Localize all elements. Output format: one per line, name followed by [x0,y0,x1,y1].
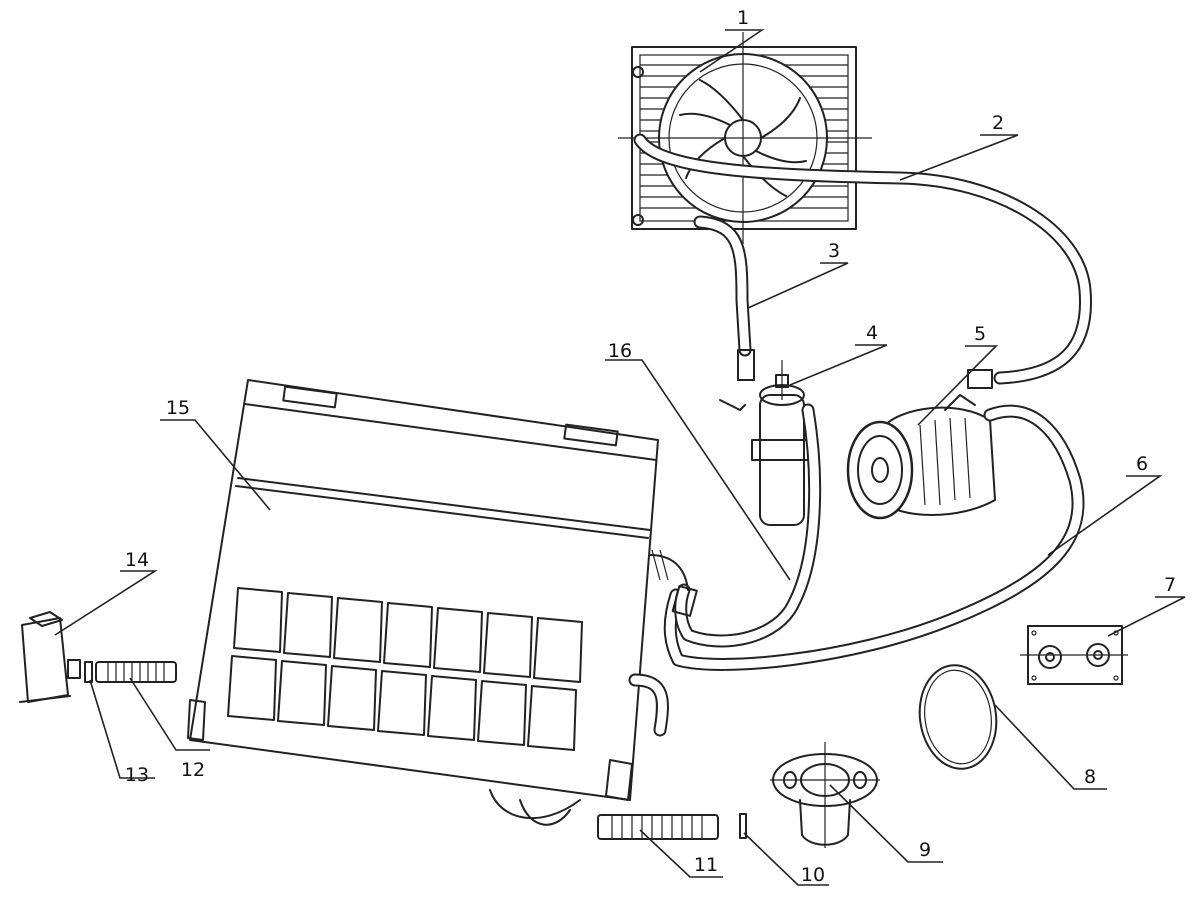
leader-lines [54,29,1186,886]
callout-label-16: 16 [608,340,632,362]
callout-label-1: 1 [737,7,749,29]
control-panel [1020,625,1128,685]
liquid-hose [693,215,755,381]
corrugated-duct-11 [597,814,719,840]
air-outlet-vent [770,742,880,848]
clamp-10 [739,813,747,839]
callout-label-13: 13 [125,764,149,786]
callout-labels: 1 2 3 4 5 6 7 8 9 10 11 12 13 14 15 16 [125,7,1176,886]
callout-label-7: 7 [1164,574,1176,596]
callout-label-10: 10 [801,864,825,886]
compressor [846,394,996,520]
suction-hose [663,404,1085,671]
callout-label-6: 6 [1136,453,1148,475]
evaporator-unit [187,379,669,826]
callout-label-11: 11 [694,854,718,876]
blower-box [19,611,81,703]
callout-label-8: 8 [1084,766,1096,788]
callout-label-2: 2 [992,112,1004,134]
callout-label-4: 4 [866,322,878,344]
callout-label-3: 3 [828,240,840,262]
discharge-hose [633,133,1093,389]
callout-label-15: 15 [166,397,190,419]
corrugated-duct-12 [95,661,177,683]
callout-label-5: 5 [974,323,986,345]
callout-label-12: 12 [181,759,205,781]
condenser-fan-assembly [618,32,872,244]
drive-belt [918,664,998,770]
drier-to-evaporator-hose [649,403,822,648]
clamp-13 [84,661,93,683]
callout-label-14: 14 [125,549,149,571]
callout-label-9: 9 [919,839,931,861]
receiver-drier [719,360,813,526]
